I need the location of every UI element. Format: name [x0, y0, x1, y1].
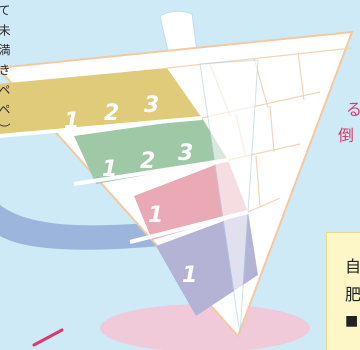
yellow-number-2: 2 [104, 101, 119, 126]
right-red-text-bottom: 倒 [338, 126, 355, 145]
vtext-char-0: て [0, 4, 11, 18]
yellow-number-1: 1 [64, 109, 79, 134]
left-vertical-text: て 未 満 き ペ ペ ） [0, 4, 14, 137]
vtext-char-2: 満 [0, 43, 11, 58]
yellow-numbers: 1 2 3 [64, 93, 159, 134]
green-number-3: 3 [178, 141, 193, 166]
yellow-box-line3: ■ [345, 313, 359, 329]
vtext-char-5: ペ [0, 103, 11, 118]
green-number-2: 2 [140, 149, 155, 174]
vtext-char-3: き [0, 63, 11, 78]
pink-numbers: 1 [148, 203, 163, 228]
yellow-info-box: 自 肥 ■ [326, 232, 360, 350]
band-yellow [0, 68, 202, 136]
blue-swoosh [0, 205, 160, 250]
row-dividers [0, 116, 249, 244]
vtext-char-4: ペ [0, 83, 11, 98]
purple-number-1: 1 [182, 263, 197, 288]
yellow-box-line2: 肥 [345, 285, 360, 304]
right-red-text-top: る [346, 100, 360, 119]
purple-numbers: 1 [182, 263, 197, 288]
yellow-box-line1: 自 [345, 257, 360, 276]
pink-number-1: 1 [148, 203, 163, 228]
cone-inner [199, 59, 259, 335]
band-green [74, 118, 228, 184]
yellow-number-3: 3 [144, 93, 159, 118]
green-number-1: 1 [102, 157, 117, 182]
vtext-char-1: 未 [0, 23, 11, 38]
pink-ground-ellipse [100, 304, 310, 350]
green-numbers: 1 2 3 [102, 141, 193, 182]
vtext-char-6: ） [0, 122, 11, 137]
red-accent-line [32, 328, 64, 347]
